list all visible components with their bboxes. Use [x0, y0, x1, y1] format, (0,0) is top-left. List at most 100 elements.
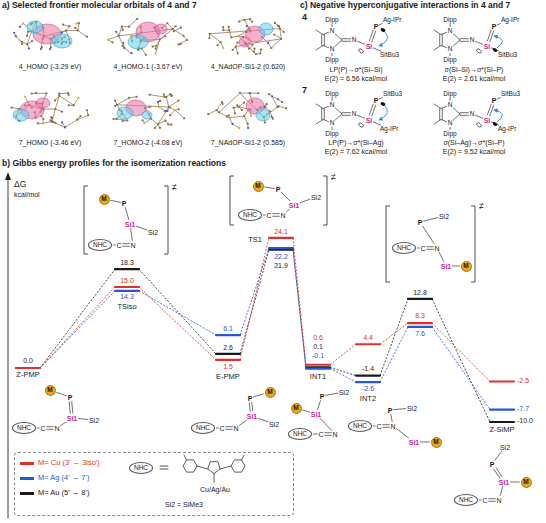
molecule-bond	[119, 27, 122, 36]
bracket	[323, 176, 327, 225]
atom-label: N	[496, 497, 501, 504]
atom-dot	[246, 25, 248, 27]
atom-label: Si1	[289, 202, 300, 209]
atom-dot	[228, 29, 230, 31]
atom-dot	[49, 119, 51, 121]
bond-line	[321, 35, 322, 46]
metal-label: M	[523, 479, 528, 486]
bond-line	[326, 393, 338, 395]
bond-line	[489, 501, 496, 502]
atom-dot	[24, 95, 26, 97]
bond-line	[47, 429, 54, 430]
atom-dot	[270, 47, 272, 49]
stage-label: E-PMP	[216, 373, 240, 381]
molecule-bond	[51, 117, 53, 119]
panel-title: b) Gibbs energy profiles for the isomeri…	[2, 159, 226, 168]
atom-label: Si	[366, 43, 373, 50]
atom-dot	[158, 106, 160, 108]
nhc-label: NHC	[353, 423, 367, 430]
molecule-bond	[169, 101, 179, 107]
atom-dot	[54, 99, 56, 101]
bond-line	[420, 442, 429, 443]
bond-line	[316, 120, 323, 125]
pathway-line	[330, 367, 356, 375]
nhc-ellipse: NHC	[129, 462, 153, 474]
pathway-line	[139, 269, 216, 354]
bond-line	[427, 246, 434, 247]
atom-label: Si1	[311, 411, 322, 418]
bond-line	[494, 469, 500, 478]
atom-label: Si2	[148, 229, 158, 236]
metal-label: M	[433, 439, 438, 446]
atom-label: N	[352, 37, 357, 44]
energy-level	[490, 380, 514, 382]
nhc-ellipse: NHC	[238, 209, 262, 221]
atom-dot	[177, 43, 179, 45]
orbital-lobe	[52, 34, 72, 48]
atom-dot	[238, 127, 240, 129]
energy-level	[269, 249, 293, 251]
axis-label: ΔG	[14, 180, 26, 189]
molecule-bond	[271, 39, 281, 48]
orbital-lobe	[358, 122, 364, 128]
atom-dot	[209, 33, 211, 35]
atom-dot	[183, 117, 185, 119]
energy-value: 8.3	[415, 312, 425, 319]
metal-label: M	[293, 405, 298, 412]
energy-level	[306, 367, 330, 369]
atom-label: N	[470, 37, 475, 44]
atom-label: N	[448, 46, 453, 53]
energy-value: 21.9	[274, 262, 288, 269]
metal-circle: M	[291, 403, 302, 414]
bond-line	[335, 108, 342, 114]
imidazole-ring	[208, 462, 220, 474]
axis-unit: kcal/mol	[14, 191, 40, 198]
pathway-line	[139, 287, 216, 360]
molecule-bond	[279, 106, 286, 108]
atom-dot	[177, 100, 179, 102]
molecule-bond	[144, 119, 151, 123]
energy-value: 15.0	[120, 277, 134, 284]
atom-dot	[180, 27, 182, 29]
bond-line	[383, 424, 390, 425]
metal-label: M	[255, 183, 260, 190]
bond-line	[61, 422, 66, 425]
bond-line	[197, 466, 208, 469]
bond-line	[373, 122, 380, 125]
molecule-bond	[229, 116, 244, 118]
atom-dot	[42, 118, 44, 120]
atom-dot	[154, 53, 156, 55]
atom-label: P	[492, 97, 497, 104]
bond-line	[78, 418, 87, 420]
molecule-bond	[108, 36, 119, 40]
molecule-bond	[16, 37, 22, 42]
atom-dot	[237, 52, 239, 54]
atom-label: P	[122, 200, 127, 207]
bond-line	[500, 487, 502, 496]
atom-dot	[228, 26, 230, 28]
atom-dot	[122, 29, 124, 31]
energy-value: -2.6	[362, 385, 374, 392]
bond-line	[391, 415, 392, 422]
bond-line	[450, 53, 451, 55]
nhc-label: NHC	[397, 245, 411, 252]
atom-dot	[74, 27, 76, 29]
atom-label: C	[376, 423, 381, 430]
atom-dot	[169, 114, 171, 116]
metal-circle: M	[265, 387, 276, 398]
atom-dot	[277, 25, 279, 27]
energy-level	[356, 381, 380, 383]
molecule-bond	[52, 122, 65, 128]
atom-dot	[52, 121, 54, 123]
substituent-label: Dipp	[443, 91, 456, 98]
molecule-bond	[158, 107, 169, 124]
atom-dot	[79, 115, 81, 117]
molecule-bond	[167, 23, 172, 29]
atom-dot	[10, 106, 12, 108]
atom-label: P	[320, 393, 325, 400]
bond-line	[495, 451, 502, 460]
atom-dot	[178, 108, 180, 110]
bond-line	[281, 192, 289, 200]
atom-dot	[128, 26, 130, 28]
legend-swatch	[20, 477, 34, 480]
